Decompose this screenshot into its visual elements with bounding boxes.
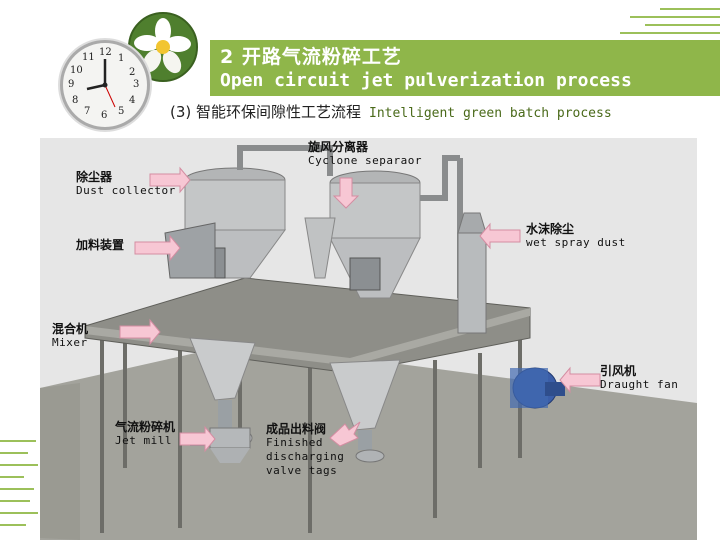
label-en: valve tags: [266, 464, 338, 477]
clock-number: 8: [72, 95, 79, 106]
flower-logo: [128, 12, 198, 82]
label-zh: 加料装置: [76, 238, 125, 252]
label-cyclone-separator: 旋风分离器 Cyclone separaor: [308, 140, 422, 168]
clock-number: 12: [99, 47, 112, 58]
label-en: Draught fan: [600, 378, 679, 391]
top-right-decoration: [610, 0, 720, 40]
clock-number: 5: [118, 106, 125, 117]
clock-number: 7: [84, 106, 91, 117]
subtitle-chinese: (3) 智能环保间隙性工艺流程: [170, 103, 362, 121]
clock-icon: 12 1 2 3 4 5 6 7 8 9 10 11: [60, 40, 150, 130]
label-en: wet spray dust: [526, 236, 626, 249]
label-zh: 旋风分离器: [308, 140, 369, 154]
label-dust-collector: 除尘器 Dust collector: [76, 170, 176, 198]
label-zh: 水沫除尘: [526, 222, 575, 236]
clock-number: 3: [133, 79, 140, 90]
label-zh: 除尘器: [76, 170, 113, 184]
label-en: discharging: [266, 450, 345, 463]
bottom-left-decoration: [0, 430, 40, 540]
label-en: Jet mill: [115, 434, 172, 447]
clock-number: 2: [129, 67, 136, 78]
subtitle-english: Intelligent green batch process: [369, 106, 612, 121]
clock-number: 9: [68, 79, 75, 90]
label-en: Finished: [266, 436, 323, 449]
label-mixer: 混合机 Mixer: [52, 322, 88, 350]
clock-number: 10: [70, 65, 83, 76]
label-feeder: 加料装置: [76, 238, 124, 252]
label-draught-fan: 引风机 Draught fan: [600, 364, 678, 392]
title-band: [210, 40, 720, 96]
equipment-illustration: [40, 145, 697, 540]
label-zh: 气流粉碎机: [115, 420, 176, 434]
title-chinese: 2 开路气流粉碎工艺: [220, 46, 402, 68]
clock-number: 11: [82, 52, 95, 63]
label-finished-discharging-valve: 成品出料阀 Finished discharging valve tags: [266, 422, 344, 478]
title-english: Open circuit jet pulverization process: [220, 70, 632, 91]
label-wet-spray-dust: 水沫除尘 wet spray dust: [526, 222, 626, 250]
label-zh: 引风机: [600, 364, 637, 378]
label-en: Cyclone separaor: [308, 154, 422, 167]
label-en: Mixer: [52, 336, 88, 349]
label-zh: 混合机: [52, 322, 89, 336]
clock-number: 6: [101, 110, 108, 121]
label-zh: 成品出料阀: [266, 422, 327, 436]
clock-hands: [86, 59, 116, 108]
subtitle: (3) 智能环保间隙性工艺流程 Intelligent green batch p…: [170, 101, 612, 122]
clock-number: 4: [129, 95, 136, 106]
label-en: Dust collector: [76, 184, 176, 197]
label-jet-mill: 气流粉碎机 Jet mill: [115, 420, 175, 448]
clock-number: 1: [118, 53, 125, 64]
process-diagram: 除尘器 Dust collector 加料装置 旋风分离器 Cyclone se…: [40, 138, 697, 540]
